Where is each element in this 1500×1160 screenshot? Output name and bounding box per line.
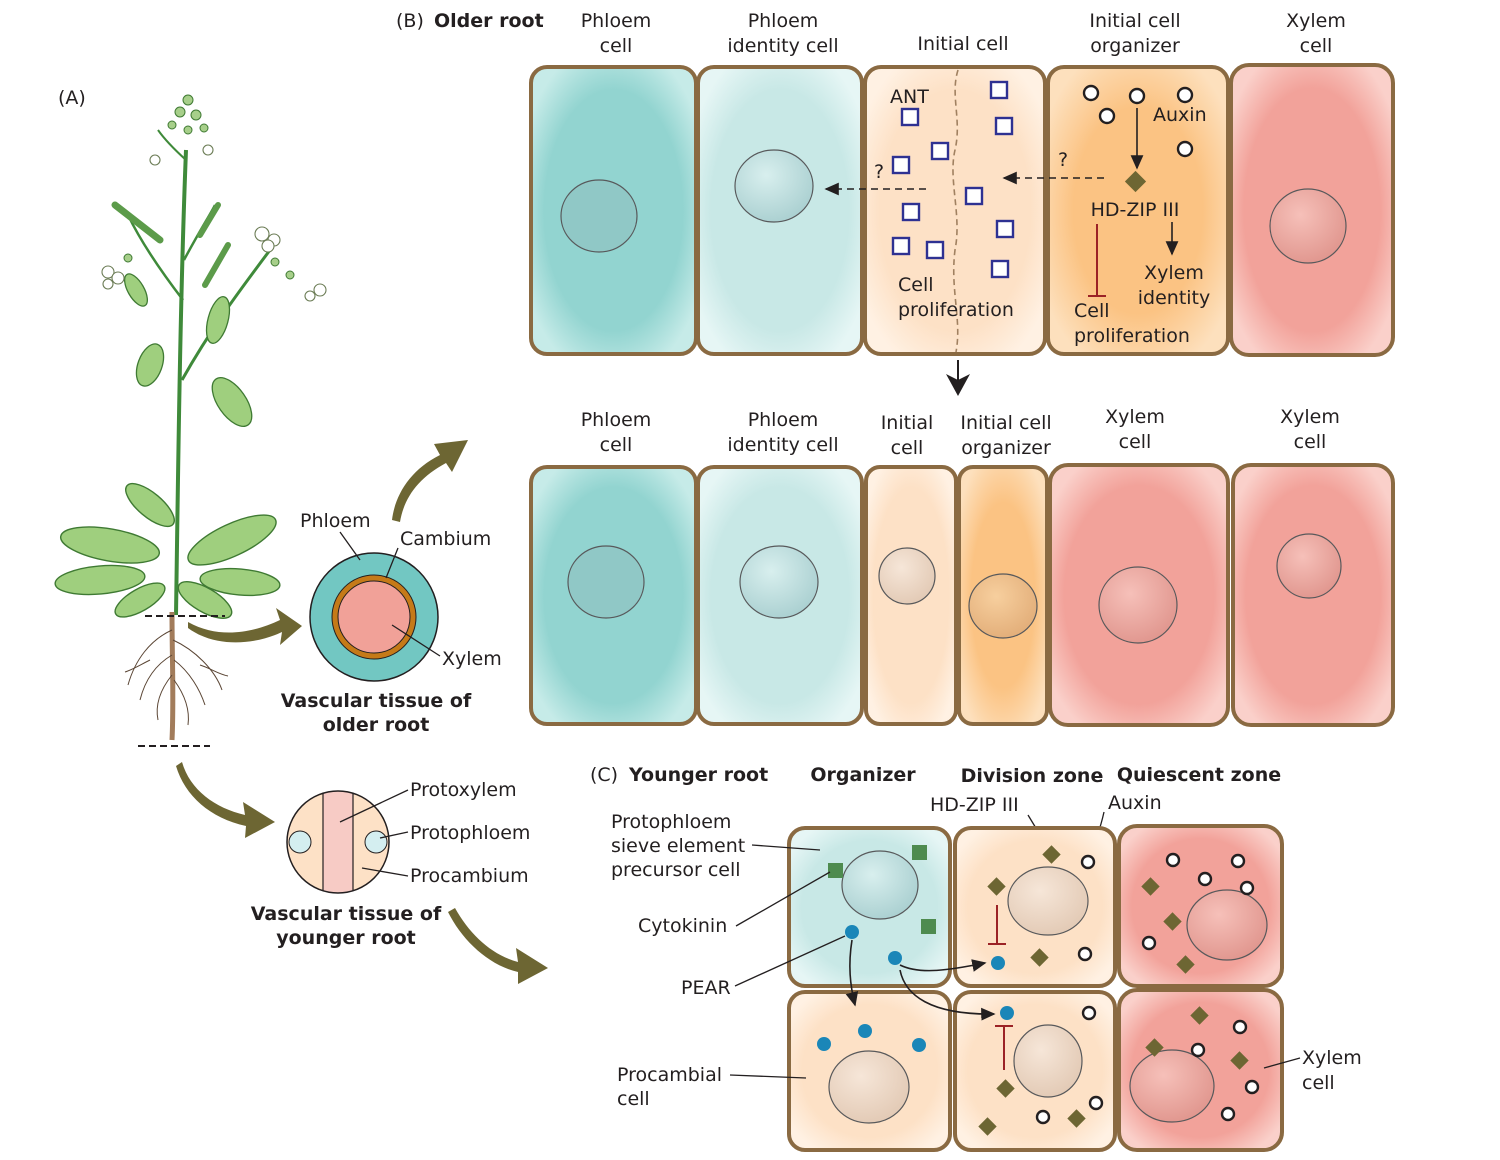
auxin-molecules: [1082, 84, 1194, 158]
inhibition-cell-proliferation: [1088, 224, 1106, 297]
younger-root-caption-line2: younger root: [276, 927, 416, 949]
arrow-to-older-root: [188, 608, 302, 645]
procambial-label-line2: cell: [617, 1088, 650, 1110]
inhibition-top: [988, 905, 1006, 945]
auxin-molecules-c: [1035, 852, 1260, 1125]
label-protoxylem: Protoxylem: [410, 779, 517, 801]
label-cambium: Cambium: [400, 528, 491, 550]
hdzip-label: HD-ZIP III: [1091, 199, 1180, 221]
top-header-2-line1: Phloem: [748, 10, 819, 32]
arabidopsis-plant-illustration: [54, 94, 327, 747]
panel-b-label: (B): [396, 10, 424, 32]
panel-a-label: (A): [58, 87, 86, 109]
label-phloem: Phloem: [300, 510, 371, 532]
bottom-row-cells: [529, 463, 1395, 727]
label-xylem: Xylem: [442, 648, 502, 670]
top-header-1-line2: cell: [600, 35, 633, 57]
older-root-cross-section: [309, 531, 441, 682]
inhibition-bottom: [995, 1025, 1013, 1070]
cell-proliferation-left-line1: Cell: [898, 274, 934, 296]
bottom-header-6-line1: Xylem: [1280, 406, 1340, 428]
arrow-to-panel-b: [392, 440, 468, 522]
bottom-header-5-line2: cell: [1119, 431, 1152, 453]
pear-move-down-arrow: [845, 939, 859, 1007]
cell-proliferation-right-line1: Cell: [1074, 300, 1110, 322]
ant-proteins: [891, 80, 1015, 279]
top-header-5-line2: cell: [1300, 35, 1333, 57]
bottom-header-5-line1: Xylem: [1105, 406, 1165, 428]
top-header-5-line1: Xylem: [1286, 10, 1346, 32]
top-header-1-line1: Phloem: [581, 10, 652, 32]
hdzip-molecules: [978, 845, 1249, 1136]
pear-move-diagonal-arrow: [899, 969, 996, 1021]
younger-root-cross-section: [286, 789, 409, 894]
label-procambium: Procambium: [410, 865, 529, 887]
hdzip-label-c: HD-ZIP III: [930, 794, 1019, 816]
xylem-cell-label-line2: cell: [1302, 1072, 1335, 1094]
cytokinin-label: Cytokinin: [638, 915, 727, 937]
bottom-header-3-line2: cell: [891, 437, 924, 459]
bottom-header-2-line1: Phloem: [748, 409, 819, 431]
panel-c-cells: [787, 824, 1284, 1152]
protophloem-label-line3: precursor cell: [611, 859, 741, 881]
arrow-to-panel-c: [448, 908, 548, 984]
top-header-3-line2: Initial cell: [917, 33, 1008, 55]
header-organizer: Organizer: [810, 764, 916, 786]
bottom-header-4-line2: organizer: [961, 437, 1051, 459]
xylem-cell-label-line1: Xylem: [1302, 1047, 1362, 1069]
bottom-header-3-line1: Initial: [881, 412, 934, 434]
top-row-cells: [529, 63, 1395, 357]
auxin-label-c: Auxin: [1108, 792, 1162, 814]
pear-label: PEAR: [681, 977, 731, 999]
auxin-label: Auxin: [1153, 104, 1207, 126]
bottom-header-4-line1: Initial cell: [960, 412, 1051, 434]
top-header-4-line1: Initial cell: [1089, 10, 1180, 32]
question-mark-1: ?: [874, 161, 884, 183]
cell-initial-organizer: [1046, 65, 1230, 356]
ant-label: ANT: [890, 86, 929, 108]
bottom-header-1-line1: Phloem: [581, 409, 652, 431]
panel-c-title: Younger root: [628, 764, 768, 786]
procambial-label-line1: Procambial: [617, 1064, 722, 1086]
younger-root-caption-line1: Vascular tissue of: [251, 903, 442, 925]
protophloem-label-line1: Protophloem: [611, 811, 731, 833]
header-division-zone: Division zone: [961, 765, 1104, 787]
bottom-header-1-line2: cell: [600, 434, 633, 456]
flow-arrows: [176, 440, 548, 984]
cytokinin-molecules: [828, 845, 936, 934]
xylem-identity-line1: Xylem: [1144, 262, 1204, 284]
top-header-2-line2: identity cell: [727, 35, 838, 57]
bottom-header-6-line2: cell: [1294, 431, 1327, 453]
header-quiescent-zone: Quiescent zone: [1117, 764, 1281, 786]
xylem-identity-line2: identity: [1138, 287, 1211, 309]
older-root-caption-line1: Vascular tissue of: [281, 690, 472, 712]
arrow-to-younger-root: [176, 762, 275, 838]
panel-b-title: Older root: [434, 10, 544, 32]
label-protophloem: Protophloem: [410, 822, 530, 844]
pear-molecules: [817, 925, 1014, 1052]
older-root-caption-line2: older root: [323, 714, 430, 736]
panel-c-label: (C): [590, 764, 618, 786]
question-mark-2: ?: [1058, 149, 1068, 171]
pear-move-right-arrow: [899, 959, 987, 972]
cell-initial: [863, 65, 1047, 356]
cell-proliferation-right-line2: proliferation: [1074, 325, 1190, 347]
bottom-header-2-line2: identity cell: [727, 434, 838, 456]
cell-proliferation-left-line2: proliferation: [898, 299, 1014, 321]
protophloem-label-line2: sieve element: [611, 835, 745, 857]
top-header-4-line2: organizer: [1090, 35, 1180, 57]
